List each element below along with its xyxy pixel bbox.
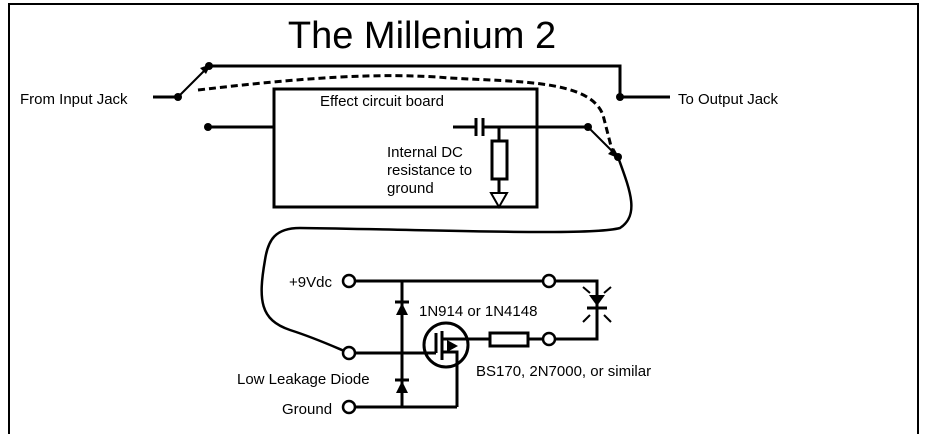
switch-link-dashed	[197, 74, 614, 151]
switch-wire	[260, 156, 633, 355]
ground-label: Ground	[282, 401, 332, 418]
frame	[8, 3, 919, 434]
mosfet-icon	[422, 321, 470, 369]
led-cathode-terminal	[541, 331, 557, 347]
resistance-label-2: resistance to	[387, 162, 472, 179]
led-ray	[603, 314, 612, 323]
board-label: Effect circuit board	[320, 93, 444, 110]
resistance-label-1: Internal DC	[387, 144, 463, 161]
led-ray	[582, 286, 591, 294]
mosfet-label: BS170, 2N7000, or similar	[476, 363, 651, 380]
low-leakage-diode-label: Low Leakage Diode	[237, 371, 370, 388]
signal-diode-icon	[396, 303, 408, 315]
diagram-title: The Millenium 2	[288, 15, 556, 57]
led-anode-terminal	[541, 273, 557, 289]
effect-board	[272, 87, 539, 209]
led-resistor	[488, 331, 530, 348]
led-icon	[589, 295, 605, 306]
bypass-wire	[209, 64, 622, 97]
vdc-label: +9Vdc	[289, 274, 332, 291]
vdc-terminal	[341, 273, 357, 289]
low-leakage-diode-icon	[396, 381, 408, 393]
mosfet-arrow-icon	[447, 340, 458, 352]
ground-terminal	[341, 399, 357, 415]
ground-symbol-icon	[489, 192, 509, 210]
gate-terminal	[341, 345, 357, 361]
resistance-label-3: ground	[387, 180, 434, 197]
signal-diode-label: 1N914 or 1N4148	[419, 303, 537, 320]
led-wire	[555, 279, 599, 341]
internal-resistor	[490, 139, 509, 181]
led-ray	[582, 314, 591, 323]
input-jack-label: From Input Jack	[20, 91, 128, 108]
output-jack-label: To Output Jack	[678, 91, 779, 108]
source-wire	[442, 350, 459, 407]
led-ray	[603, 286, 612, 294]
